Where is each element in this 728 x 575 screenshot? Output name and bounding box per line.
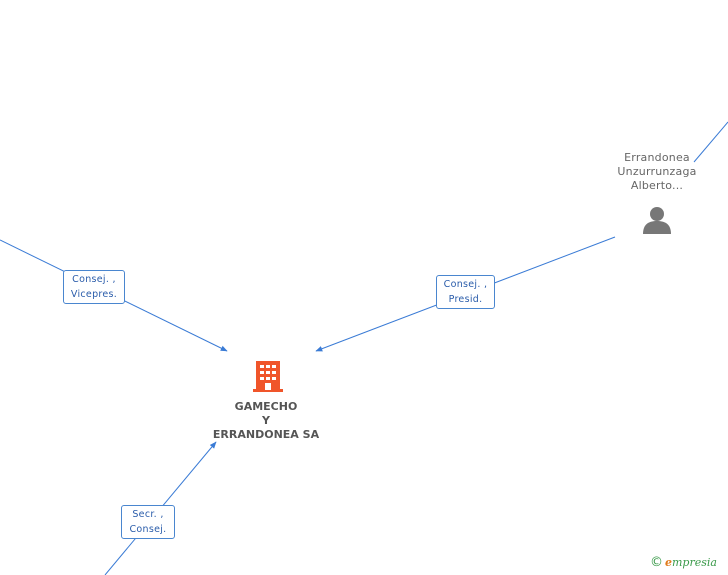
empresia-logo: ©empresia bbox=[650, 555, 717, 570]
company-name-line3: ERRANDONEA SA bbox=[212, 428, 320, 441]
edge-label-left-line1: Consej. , bbox=[72, 274, 116, 285]
edge-label-bottom-line1: Secr. , bbox=[132, 509, 164, 520]
person-name-line3: Alberto... bbox=[630, 179, 684, 192]
copyright-symbol: © bbox=[650, 555, 663, 570]
person-node-label[interactable]: Errandonea Unzurrunzaga Alberto... bbox=[604, 151, 710, 193]
brand-e: e bbox=[665, 556, 672, 569]
edge-label-right-line1: Consej. , bbox=[443, 279, 488, 290]
person-name-line1: Errandonea bbox=[624, 151, 690, 164]
edge-label-right-line2: Presid. bbox=[448, 294, 483, 305]
company-node-label[interactable]: GAMECHO Y ERRANDONEA SA bbox=[206, 400, 326, 442]
person-name-line2: Unzurrunzaga bbox=[617, 165, 697, 178]
edge-label-left[interactable]: Consej. , Vicepres. bbox=[63, 270, 125, 304]
edge-label-right[interactable]: Consej. , Presid. bbox=[436, 275, 495, 309]
edge-top-right bbox=[693, 121, 728, 163]
building-icon[interactable] bbox=[253, 361, 283, 392]
edge-label-bottom-line2: Consej. bbox=[129, 524, 167, 535]
company-name-line2: Y bbox=[262, 414, 270, 427]
company-name-line1: GAMECHO bbox=[234, 400, 298, 413]
brand-name: mpresia bbox=[672, 556, 717, 569]
edge-label-left-line2: Vicepres. bbox=[70, 289, 118, 300]
edge-label-bottom[interactable]: Secr. , Consej. bbox=[121, 505, 175, 539]
person-icon[interactable] bbox=[643, 207, 671, 234]
